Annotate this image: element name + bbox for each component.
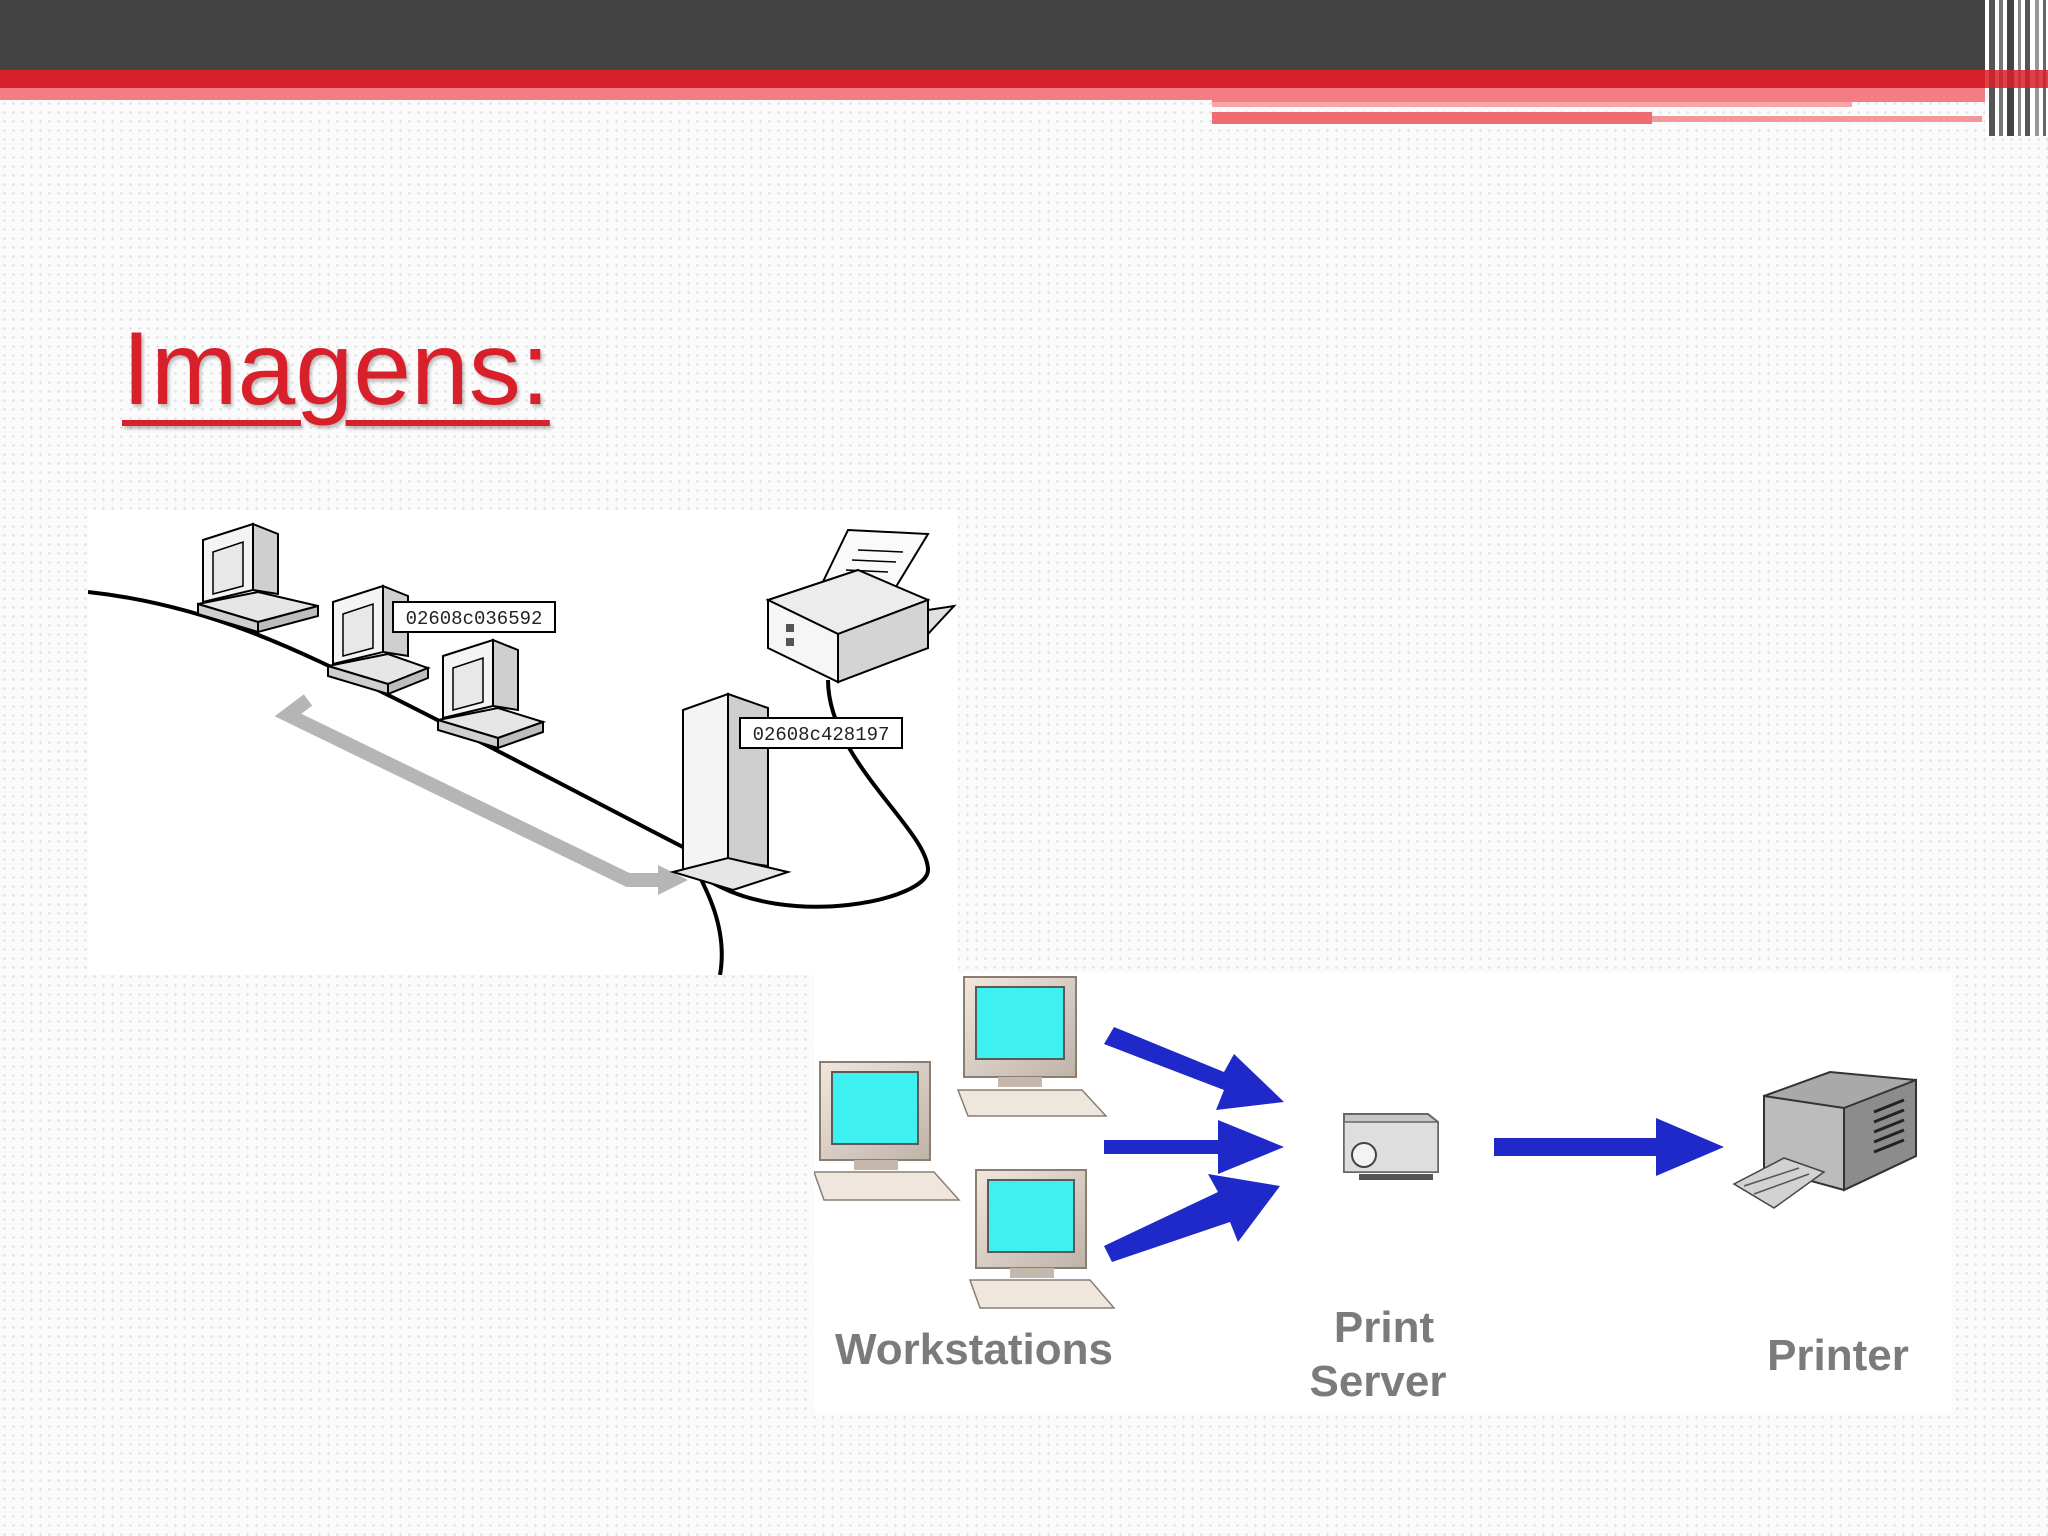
printer-icon	[1732, 1070, 1917, 1209]
workstation-mac-label: 02608c036592	[406, 608, 543, 630]
workstation-1-icon	[197, 522, 319, 634]
workstation-3-icon	[437, 638, 547, 750]
header-red-band	[0, 70, 2048, 88]
arrow-icons	[1104, 1027, 1724, 1262]
header-pink-wedge	[1212, 88, 2048, 124]
slide-title: Imagens:	[122, 311, 550, 427]
printer-caption: Printer	[1767, 1331, 1909, 1380]
workstation-top-icon	[956, 976, 1108, 1117]
workstations-caption: Workstations	[835, 1325, 1113, 1374]
server-mac-label: 02608c428197	[753, 724, 890, 746]
print-flow-diagram: Workstations Print Server Printer	[812, 972, 1952, 1412]
header-corner-stripes	[1985, 0, 2048, 136]
workstation-left-icon	[812, 1061, 961, 1201]
print-server-icon	[1343, 1113, 1439, 1180]
network-diagram: 02608c036592 02608c428197	[87, 510, 958, 976]
header-pink-band	[0, 88, 1212, 100]
workstation-bottom-icon	[968, 1169, 1116, 1309]
header-dark-bar	[0, 0, 2048, 70]
workstation-2-icon	[327, 584, 431, 696]
print-server-caption-line1: Print	[1334, 1303, 1435, 1352]
print-server-caption-line2: Server	[1309, 1357, 1446, 1406]
printer-icon	[765, 528, 957, 684]
